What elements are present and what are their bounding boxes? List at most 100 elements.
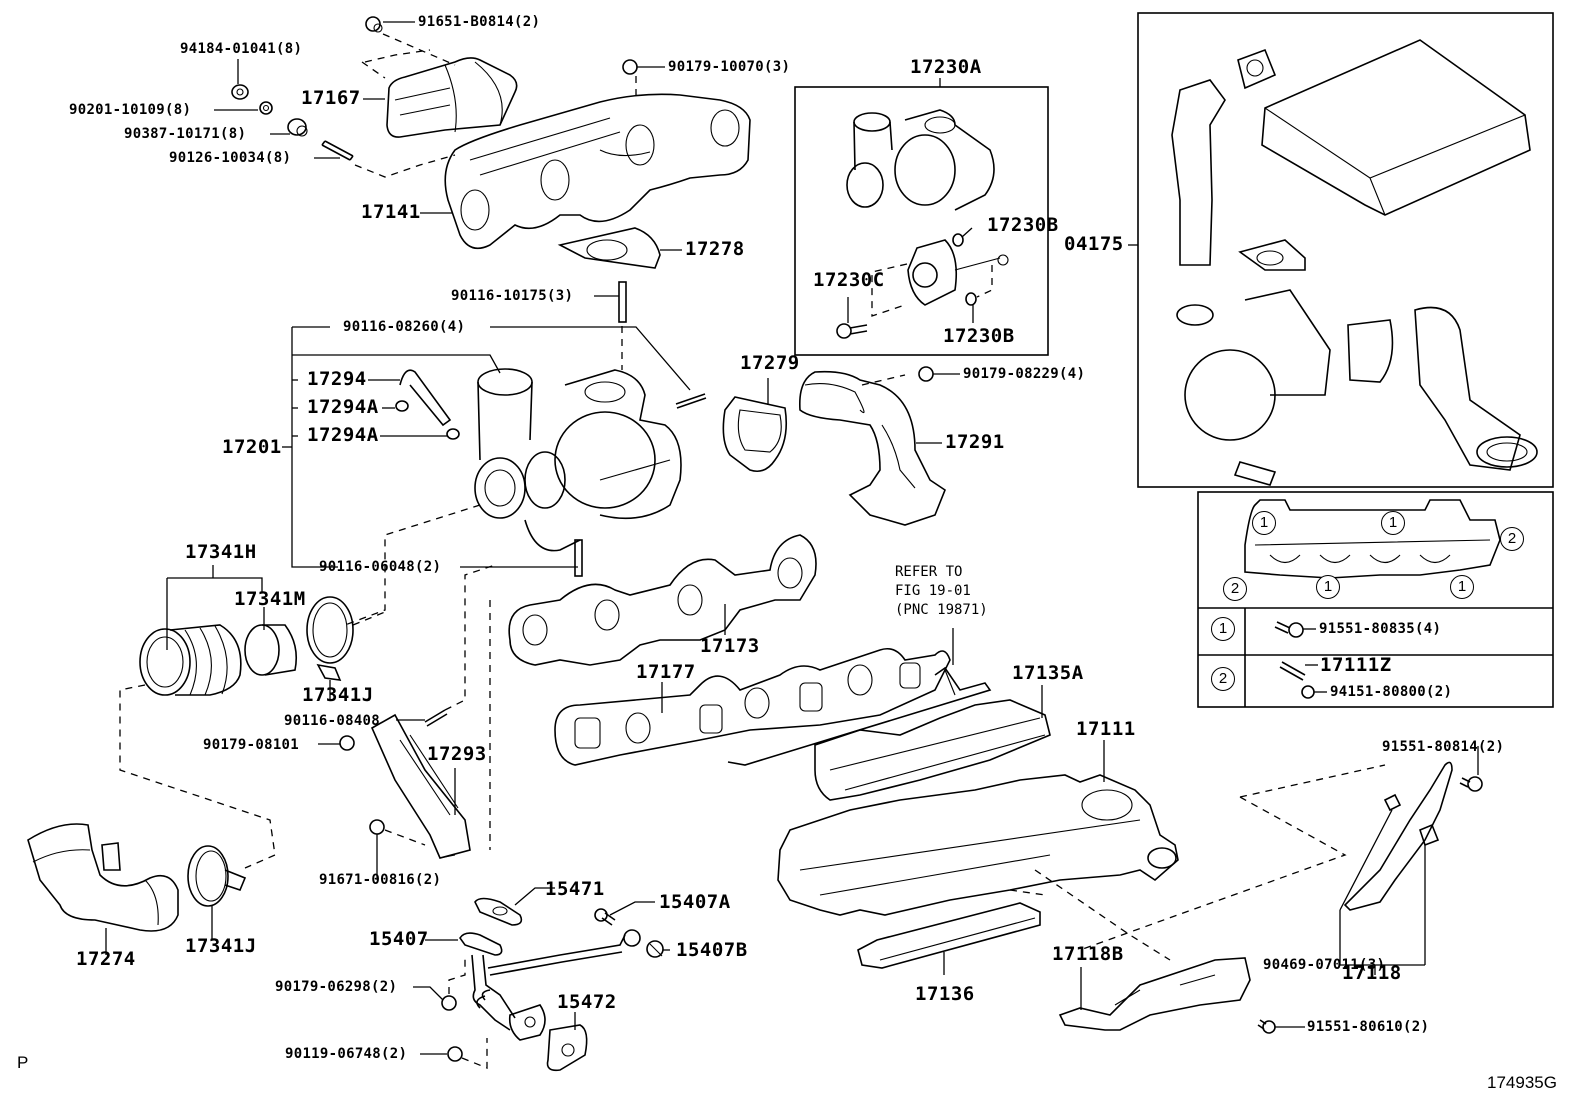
stud-90126-icon [314,140,354,161]
hose-17294-drawing [368,369,452,427]
part-label-17230C[interactable]: 17230C [813,269,885,291]
part-label-17291[interactable]: 17291 [945,431,1005,453]
part-label-15407B[interactable]: 15407B [676,939,748,961]
part-label-17230B-upper[interactable]: 17230B [987,214,1059,236]
part-label-91551-80610[interactable]: 91551-80610(2) [1307,1019,1430,1035]
heat-insulator-dash [361,33,456,79]
part-label-17294[interactable]: 17294 [307,368,367,390]
part-label-17230A[interactable]: 17230A [910,56,982,78]
exhaust-manifold-17141-drawing [420,93,751,250]
gasket-17279-drawing [722,378,788,473]
intake-manifold-17135A-drawing [814,685,1051,801]
part-label-90179-08101[interactable]: 90179-08101 [203,737,300,753]
part-label-17111[interactable]: 17111 [1076,718,1136,740]
part-label-17136[interactable]: 17136 [915,983,975,1005]
hose-17341H-drawing [139,624,242,696]
part-label-91651-B0814[interactable]: 91651-B0814(2) [418,14,541,30]
nut-90179-08229-icon [918,366,960,382]
legend-part-94151-80800[interactable]: 94151-80800(2) [1330,684,1453,700]
part-label-90116-06048[interactable]: 90116-06048(2) [319,559,442,575]
part-label-15407[interactable]: 15407 [369,928,429,950]
part-label-90201-10109[interactable]: 90201-10109(8) [69,102,192,118]
nut-94184-icon [231,59,249,100]
part-label-90126-10034[interactable]: 90126-10034(8) [169,150,292,166]
page-marker: P [17,1053,29,1072]
part-label-17341M[interactable]: 17341M [234,588,306,610]
gasket-15471-drawing [474,887,555,926]
part-label-17167[interactable]: 17167 [301,87,361,109]
part-label-90179-08229[interactable]: 90179-08229(4) [963,366,1086,382]
clip-17294A-lower-icon [380,428,460,440]
part-label-17173[interactable]: 17173 [700,635,760,657]
part-label-17341J-lower[interactable]: 17341J [185,935,257,957]
part-label-17118B[interactable]: 17118B [1052,943,1124,965]
part-label-17118[interactable]: 17118 [1342,962,1402,984]
part-label-17294A-upper[interactable]: 17294A [307,396,379,418]
turbo-inlet-dash [344,504,481,626]
part-label-15471[interactable]: 15471 [545,878,605,900]
nut-90179-08101-icon [318,735,355,751]
part-label-91671-00816[interactable]: 91671-00816(2) [319,872,442,888]
part-label-17201[interactable]: 17201 [222,436,282,458]
bolt-90119-icon [420,1038,488,1069]
part-label-90116-08260[interactable]: 90116-08260(4) [343,319,466,335]
hose-group-17341H-bracket [166,565,263,650]
figure-id: 174935G [1487,1073,1557,1092]
bracket-17293-drawing [370,713,471,859]
part-label-90116-08408[interactable]: 90116-08408 [284,713,381,729]
part-label-17274[interactable]: 17274 [76,948,136,970]
sleeve-17341M-drawing [244,607,298,676]
part-label-17341J-upper[interactable]: 17341J [302,684,374,706]
part-label-90179-06298[interactable]: 90179-06298(2) [275,979,398,995]
part-label-17279[interactable]: 17279 [740,352,800,374]
part-label-90116-10175[interactable]: 90116-10175(3) [451,288,574,304]
nut-90179-06298-icon [413,958,466,1011]
legend-part-91551-80835[interactable]: 91551-80835(4) [1319,621,1442,637]
part-label-17294A-lower[interactable]: 17294A [307,424,379,446]
legend-marker-1: 1 [1252,511,1276,535]
part-label-15407A[interactable]: 15407A [659,891,731,913]
refer-to-figure-note[interactable]: REFER TO FIG 19-01 (PNC 19871) [895,564,988,618]
washer-90201-icon [214,101,273,115]
legend-row-marker-1: 1 [1211,617,1235,641]
stud-90116-08260-icon [675,393,707,409]
part-label-17141[interactable]: 17141 [361,201,421,223]
stud-90116-08408-icon [396,564,496,727]
part-label-17278[interactable]: 17278 [685,238,745,260]
bolt-91551-80814-icon [1459,746,1483,792]
bolt-15407A-icon [594,901,655,926]
gasket-17173-drawing [508,534,817,666]
legend-part-17111Z[interactable]: 17111Z [1320,654,1392,676]
part-label-94184-01041[interactable]: 94184-01041(8) [180,41,303,57]
insulator-17118B-drawing [1058,957,1251,1031]
part-label-17341H[interactable]: 17341H [185,541,257,563]
heat-insulator-17167-drawing [363,57,518,138]
part-label-90387-10171[interactable]: 90387-10171(8) [124,126,247,142]
part-label-91551-80814[interactable]: 91551-80814(2) [1382,739,1505,755]
clamp-dash [352,611,386,626]
legend-box [1197,491,1554,708]
clamp-17341J-upper-drawing [306,596,354,700]
legend-marker-1: 1 [1450,575,1474,599]
part-label-17177[interactable]: 17177 [636,661,696,683]
bolt-91671-icon [369,819,426,880]
legend-marker-2: 2 [1223,577,1247,601]
stud-90116-10175-icon [594,281,627,370]
turbocharger-17201-drawing [474,368,682,552]
part-label-17135A[interactable]: 17135A [1012,662,1084,684]
part-label-90179-10070[interactable]: 90179-10070(3) [668,59,791,75]
part-label-17293[interactable]: 17293 [427,743,487,765]
part-label-90469-07011[interactable]: 90469-07011(3) [1263,957,1386,973]
clip-17294A-upper-icon [382,400,409,412]
part-label-04175[interactable]: 04175 [1064,233,1124,255]
intake-pipe-17274-drawing [27,823,179,955]
clip-15407B-icon [646,940,670,958]
cover-17136-drawing [857,902,1041,975]
stud-90116-06048-icon [574,539,583,577]
legend-row-marker-2: 2 [1211,667,1235,691]
part-label-90119-06748[interactable]: 90119-06748(2) [285,1046,408,1062]
part-label-15472[interactable]: 15472 [557,991,617,1013]
part-label-17230B-lower[interactable]: 17230B [943,325,1015,347]
